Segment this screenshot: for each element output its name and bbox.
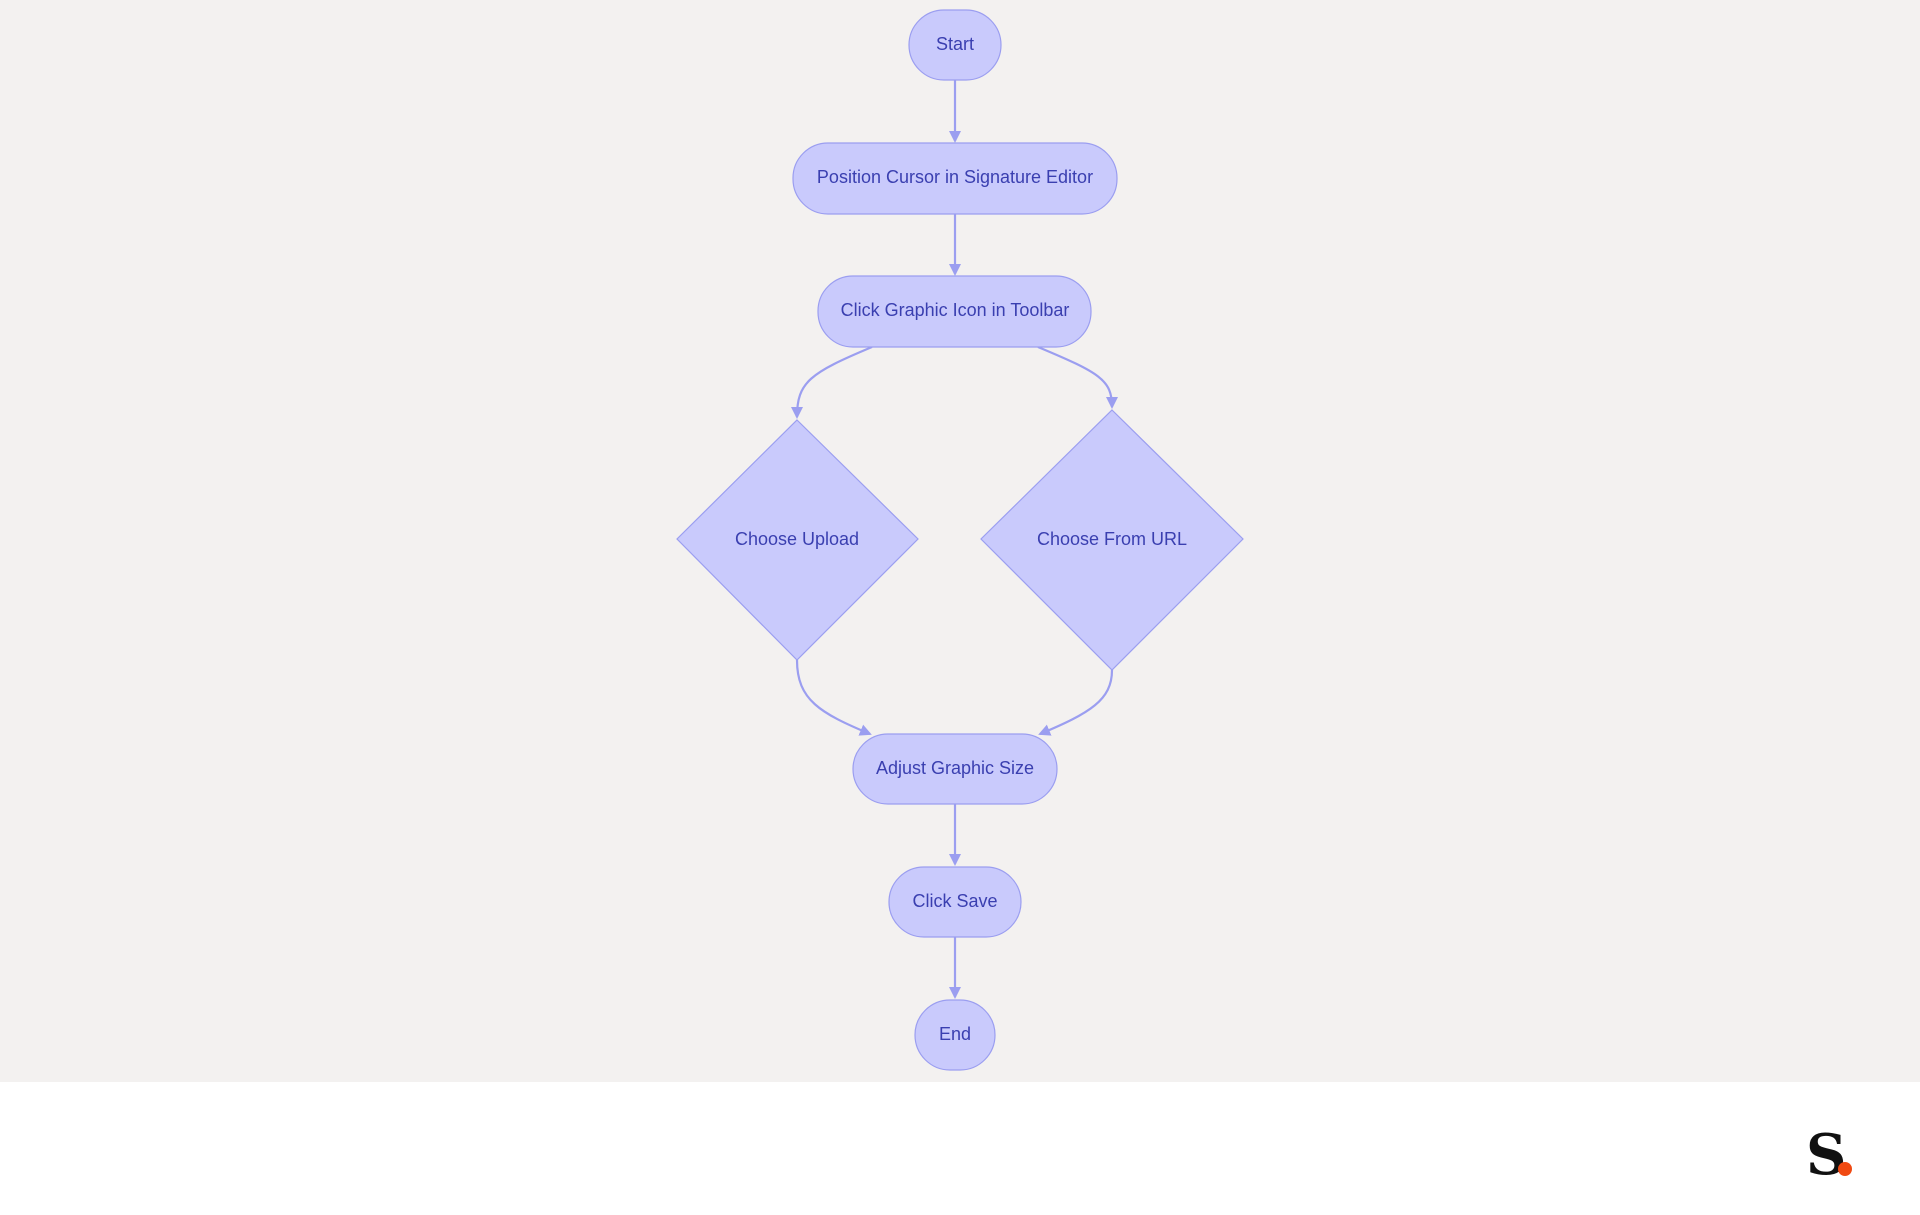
flowchart-canvas: Start Position Cursor in Signature Edito… xyxy=(0,0,1920,1082)
node-adjust-size-label: Adjust Graphic Size xyxy=(876,758,1034,778)
edge-choose-upload-to-adjust-size xyxy=(795,659,872,736)
node-start-label: Start xyxy=(936,34,974,54)
node-click-save-label: Click Save xyxy=(912,891,997,911)
footer: S xyxy=(0,1082,1920,1215)
node-position-cursor: Position Cursor in Signature Editor xyxy=(792,142,1118,215)
logo-letter: S xyxy=(1806,1122,1846,1188)
node-click-graphic-icon: Click Graphic Icon in Toolbar xyxy=(817,275,1092,348)
node-start: Start xyxy=(908,9,1002,81)
edge-choose-from-url-to-adjust-size xyxy=(1038,669,1114,736)
node-choose-from-url: Choose From URL xyxy=(980,409,1244,671)
node-choose-upload-label: Choose Upload xyxy=(735,529,859,549)
edges xyxy=(791,80,1118,999)
node-adjust-size: Adjust Graphic Size xyxy=(852,733,1058,805)
node-end: End xyxy=(914,999,996,1071)
node-click-save: Click Save xyxy=(888,866,1022,938)
edge-click-graphic-icon-to-choose-from-url xyxy=(1037,345,1118,409)
node-choose-upload: Choose Upload xyxy=(676,419,919,661)
flowchart-svg: Start Position Cursor in Signature Edito… xyxy=(676,9,1244,1071)
brand-logo: S xyxy=(1806,1122,1852,1188)
node-choose-from-url-label: Choose From URL xyxy=(1037,529,1187,549)
footer-svg: S xyxy=(1806,1122,1852,1188)
node-click-graphic-icon-label: Click Graphic Icon in Toolbar xyxy=(841,300,1070,320)
node-end-label: End xyxy=(939,1024,971,1044)
edge-click-graphic-icon-to-choose-upload xyxy=(791,345,873,419)
node-position-cursor-label: Position Cursor in Signature Editor xyxy=(817,167,1093,187)
dot-icon xyxy=(1838,1162,1852,1176)
